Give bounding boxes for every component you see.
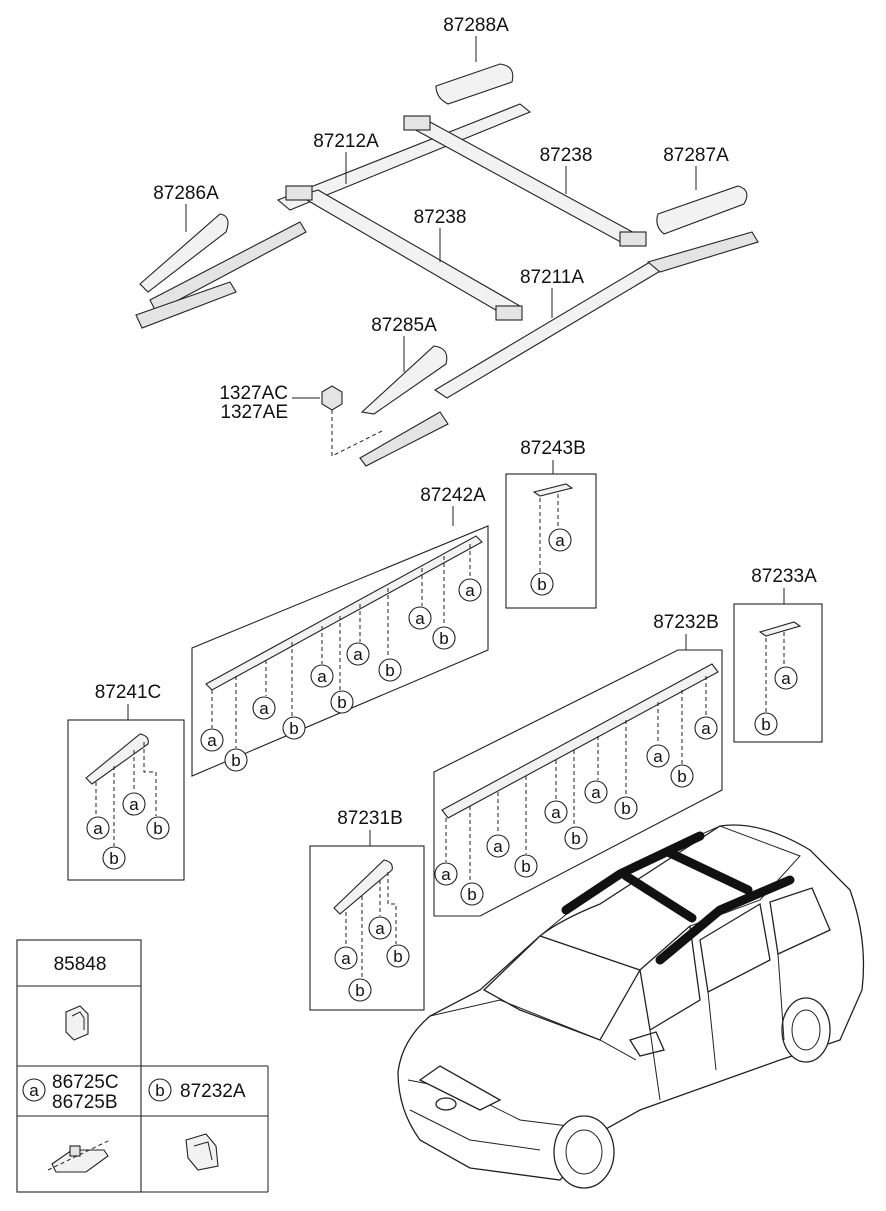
svg-text:b: b (571, 829, 580, 848)
rear-wheel (781, 997, 831, 1063)
clip-b-icon (185, 1133, 219, 1171)
label-1327AE: 1327AE (220, 402, 288, 423)
svg-text:b: b (521, 857, 530, 876)
car-roof-crossbar-front (621, 871, 697, 923)
svg-text:a: a (465, 581, 475, 600)
svg-text:a: a (493, 837, 503, 856)
svg-text:b: b (231, 751, 240, 770)
label-87231B: 87231B (337, 808, 403, 829)
svg-text:a: a (129, 795, 139, 814)
svg-text:b: b (393, 947, 402, 966)
nut-1327AC (321, 385, 343, 411)
svg-text:a: a (29, 1081, 39, 1100)
front-wheel (553, 1115, 615, 1189)
suv-illustration (397, 824, 865, 1189)
label-1327AC: 1327AC (219, 383, 288, 404)
svg-text:b: b (109, 849, 118, 868)
label-87212A: 87212A (313, 131, 379, 152)
svg-text:b: b (467, 885, 476, 904)
label-87233A: 87233A (751, 566, 817, 587)
label-87285A: 87285A (371, 315, 437, 336)
svg-text:b: b (337, 693, 346, 712)
legend-86725C: 86725C (52, 1072, 119, 1093)
clip-a-icon (47, 1139, 111, 1173)
cover-87288A (435, 63, 514, 105)
svg-text:b: b (761, 715, 770, 734)
crossbar-bracket (403, 115, 431, 131)
molding-87242A (205, 535, 483, 691)
svg-text:a: a (551, 803, 561, 822)
top-leader-lines (185, 36, 697, 399)
svg-text:b: b (621, 799, 630, 818)
svg-text:a: a (317, 667, 327, 686)
svg-text:a: a (93, 819, 103, 838)
legend-table: 85848 a 86725C 86725B b 87232A (16, 939, 269, 1193)
group-87232B: 87232B a b a b a b a b a b a (433, 612, 723, 917)
svg-text:a: a (701, 719, 711, 738)
rear-rail-end-bracket (135, 281, 237, 329)
group-87242A: 87242A a b a b a b a b a b a (191, 485, 489, 777)
front-crossbar (298, 189, 522, 317)
svg-text:a: a (441, 865, 451, 884)
svg-text:b: b (677, 767, 686, 786)
svg-text:a: a (375, 919, 385, 938)
car-roof-rail-right (655, 875, 795, 965)
svg-text:a: a (259, 699, 269, 718)
svg-text:b: b (153, 819, 162, 838)
group-87243B: 87243B a b (505, 438, 597, 609)
svg-text:a: a (353, 645, 363, 664)
front-rail-end-bracket (359, 411, 449, 467)
label-87232B: 87232B (653, 612, 719, 633)
legend-85848: 85848 (54, 954, 107, 975)
svg-text:b: b (355, 981, 364, 1000)
group-87233A: 87233A a b (733, 566, 823, 743)
car-roof-crossbar-rear (663, 847, 753, 895)
label-87243B: 87243B (520, 438, 586, 459)
cover-87287A (656, 185, 748, 235)
top-part-labels: 87288A 87212A 87238 87287A 87286A 87238 … (153, 15, 729, 423)
svg-text:a: a (653, 747, 663, 766)
group-87231B: 87231B a b a b (309, 808, 425, 1011)
svg-text:a: a (555, 531, 565, 550)
svg-text:b: b (439, 629, 448, 648)
cover-87285A (360, 345, 448, 415)
label-87211A: 87211A (520, 267, 584, 288)
label-87287A: 87287A (663, 145, 729, 166)
label-87241C: 87241C (95, 682, 162, 703)
label-87242A: 87242A (420, 485, 486, 506)
svg-text:a: a (341, 949, 351, 968)
label-87238-rear: 87238 (540, 145, 593, 166)
cover-87286A (139, 213, 229, 293)
legend-86725B: 86725B (52, 1092, 118, 1113)
svg-text:b: b (289, 719, 298, 738)
svg-text:a: a (591, 783, 601, 802)
svg-text:a: a (415, 609, 425, 628)
group-87241C: 87241C a b a b (67, 682, 185, 881)
legend-87232A: 87232A (180, 1081, 246, 1102)
car-roof-rail-left (561, 831, 705, 915)
roof-rack-assembly (135, 63, 759, 467)
label-87286A: 87286A (153, 183, 219, 204)
svg-text:a: a (781, 669, 791, 688)
svg-text:b: b (537, 575, 546, 594)
clip-85848-icon (65, 1005, 89, 1041)
label-87238-front: 87238 (414, 207, 467, 228)
molding-87232B (441, 663, 719, 819)
svg-text:b: b (385, 661, 394, 680)
label-87288A: 87288A (443, 15, 509, 36)
svg-text:b: b (155, 1081, 164, 1100)
svg-text:a: a (207, 731, 217, 750)
